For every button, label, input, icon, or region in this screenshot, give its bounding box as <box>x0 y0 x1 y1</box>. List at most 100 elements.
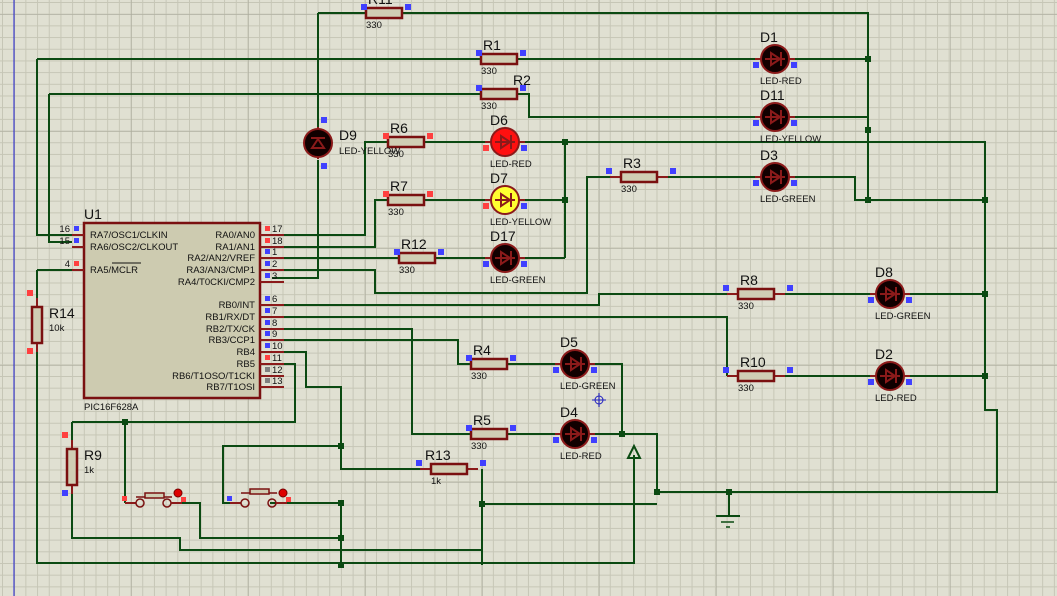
led-type: LED-GREEN <box>490 275 546 286</box>
led-ref: D6 <box>490 112 508 128</box>
led-ref: D17 <box>490 228 516 244</box>
led-type: LED-YELLOW <box>339 146 400 157</box>
led-type: LED-RED <box>875 393 917 404</box>
resistor-ref: R10 <box>740 354 766 370</box>
led-type: LED-RED <box>760 76 802 87</box>
diode-symbol-icon <box>770 169 782 185</box>
pin-name: RB5 <box>237 359 255 370</box>
pin-number: 9 <box>272 329 277 340</box>
resistor-value: 330 <box>738 301 754 312</box>
pin-number: 1 <box>272 247 277 258</box>
resistor-r6[interactable]: R6 330 <box>383 120 433 160</box>
diode-symbol-icon <box>570 426 582 442</box>
power-terminal-icon[interactable] <box>626 443 642 459</box>
resistor-value: 1k <box>431 476 441 487</box>
resistor-value: 330 <box>481 66 497 77</box>
resistor-value: 330 <box>621 184 637 195</box>
diode-symbol-icon <box>885 286 897 302</box>
pin-name: RA3/AN3/CMP1 <box>186 265 255 276</box>
resistor-value: 330 <box>388 207 404 218</box>
pin-number: 2 <box>272 259 277 270</box>
pin-number: 16 <box>59 224 70 235</box>
button-actuator-icon <box>278 488 288 498</box>
resistor-value: 330 <box>738 383 754 394</box>
resistor-r4[interactable]: R4 330 <box>466 342 516 382</box>
resistor-value: 330 <box>388 149 404 160</box>
resistor-ref: R2 <box>513 72 531 88</box>
mcu-ref: U1 <box>84 206 102 222</box>
resistor-value: 330 <box>481 101 497 112</box>
push-button-2[interactable] <box>227 488 291 508</box>
diode-symbol-icon <box>500 134 512 150</box>
diode-symbol-icon <box>500 192 512 208</box>
resistor-r10[interactable]: R10 330 <box>723 354 793 394</box>
resistor-ref: R3 <box>623 155 641 171</box>
diode-symbol-icon <box>310 137 326 149</box>
resistor-r11[interactable]: R11330 <box>361 0 411 31</box>
pin-number: 15 <box>59 236 70 247</box>
led-type: LED-GREEN <box>875 311 931 322</box>
pin-number: 6 <box>272 294 277 305</box>
pin-name: RA5/MCLR <box>90 265 138 276</box>
pin-name: RA0/AN0 <box>215 230 255 241</box>
push-button-1[interactable] <box>122 488 186 508</box>
resistor-r2[interactable]: R2 330 <box>476 72 531 112</box>
resistor-ref: R14 <box>49 305 75 321</box>
pin-name: RB1/RX/DT <box>205 312 255 323</box>
pin-number: 8 <box>272 318 277 329</box>
resistor-ref: R4 <box>473 342 491 358</box>
resistor-value: 330 <box>471 371 487 382</box>
pin-name: RA1/AN1 <box>215 242 255 253</box>
led-type: LED-YELLOW <box>490 217 551 228</box>
pin-name: RA2/AN2/VREF <box>187 253 255 264</box>
diode-symbol-icon <box>885 368 897 384</box>
resistor-value: 330 <box>471 441 487 452</box>
pin-number: 18 <box>272 236 283 247</box>
led-ref: D4 <box>560 404 578 420</box>
led-ref: D11 <box>760 87 785 103</box>
resistor-value: 1k <box>84 465 94 476</box>
led-type: LED-RED <box>560 451 602 462</box>
ground-icon[interactable] <box>716 515 740 528</box>
pin-name: RB6/T1OSO/T1CKI <box>172 371 255 382</box>
resistor-value: 10k <box>49 323 65 334</box>
resistor-r3[interactable]: R3 330 <box>606 155 676 195</box>
button-actuator-icon <box>173 488 183 498</box>
pin-name: RA6/OSC2/CLKOUT <box>90 242 178 253</box>
resistor-ref: R12 <box>401 236 427 252</box>
resistor-ref: R8 <box>740 272 758 288</box>
resistor-ref: R6 <box>390 120 408 136</box>
led-type: LED-RED <box>490 159 532 170</box>
led-type: LED-GREEN <box>760 194 816 205</box>
pin-number: 17 <box>272 224 283 235</box>
pin-number: 7 <box>272 306 277 317</box>
pin-name: RB7/T1OSI <box>206 382 255 393</box>
led-ref: D9 <box>339 127 357 143</box>
resistor-r8[interactable]: R8 330 <box>723 272 793 312</box>
mcu-part: PIC16F628A <box>84 402 139 413</box>
led-type: LED-YELLOW <box>760 134 821 145</box>
diode-symbol-icon <box>500 250 512 266</box>
pin-name: RB0/INT <box>219 300 256 311</box>
mcu-u1[interactable]: U1 PIC16F628A 16RA7/OSC1/CLKIN15RA6/OSC2… <box>59 206 284 413</box>
junctions <box>122 56 988 568</box>
diode-symbol-icon <box>570 356 582 372</box>
